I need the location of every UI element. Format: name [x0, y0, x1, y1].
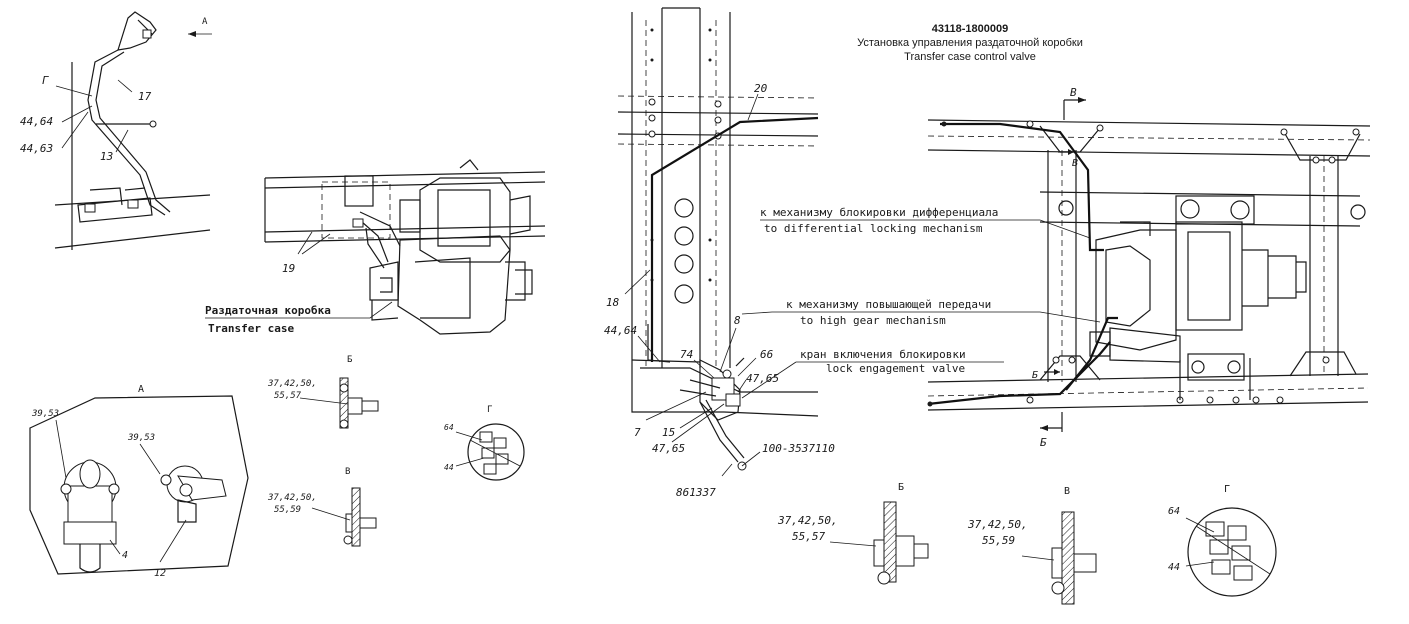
large-section-v-ref-2: 55,59	[982, 534, 1015, 547]
center-ref-66: 66	[760, 348, 774, 361]
small-section-v-title: В	[345, 467, 350, 477]
ref-label-g-top: Г	[42, 74, 49, 87]
ref-44-63: 44,63	[20, 142, 53, 155]
small-section-g-ref-64: 64	[444, 423, 454, 432]
small-section-g: Г 64 44	[444, 405, 525, 481]
right-section-b-bottom: Б	[1040, 436, 1047, 449]
view-a-detail: А 39,53 39,53 4 12	[29, 384, 249, 579]
drawing-header: 43118-1800009 Установка управления разда…	[857, 23, 1083, 63]
transfer-case-label-ru: Раздаточная коробка	[205, 304, 331, 317]
annotation-high-gear-ru: к механизму повышающей передачи	[786, 298, 991, 311]
view-a-ref-39-53-left: 39,53	[31, 409, 59, 419]
right-section-v-top: В	[1070, 86, 1077, 99]
center-ref-74: 74	[680, 348, 693, 361]
center-ref-861337: 861337	[676, 486, 716, 499]
right-section-v-small: В	[1072, 158, 1078, 169]
small-section-b: Б 37,42,50, 55,57	[267, 355, 379, 429]
right-chassis-view: В В Б Б	[927, 86, 1371, 449]
view-a-arrow-label: A	[202, 17, 208, 27]
large-section-g-ref-44: 44	[1168, 562, 1180, 573]
large-section-v: В 37,42,50, 55,59	[967, 486, 1097, 605]
annotation-lock-valve-en: lock engagement valve	[826, 362, 965, 375]
ref-17: 17	[138, 90, 152, 103]
large-section-b-title: Б	[898, 482, 904, 493]
center-ref-7: 7	[634, 426, 641, 439]
top-left-detail: A Г 17 44,64 44,63 13	[20, 11, 212, 250]
small-section-g-title: Г	[487, 405, 492, 415]
small-section-b-ref-2: 55,57	[274, 391, 302, 401]
large-section-g: Г 64 44	[1168, 484, 1277, 597]
center-ref-8: 8	[734, 314, 741, 327]
small-section-v-ref-2: 55,59	[274, 505, 301, 515]
large-section-g-title: Г	[1224, 484, 1230, 495]
annotation-diff-lock-en: to differential locking mechanism	[764, 222, 983, 235]
ref-13: 13	[100, 150, 113, 163]
large-section-g-ref-64: 64	[1168, 506, 1180, 517]
center-ref-15: 15	[662, 426, 675, 439]
large-section-b-ref-1: 37,42,50,	[777, 514, 838, 527]
left-transfer-case-view: 19 Раздаточная коробка Transfer case	[205, 159, 546, 335]
small-section-v-ref-1: 37,42,50,	[267, 493, 317, 503]
view-a-title: А	[138, 384, 144, 395]
small-section-b-title: Б	[347, 355, 352, 365]
part-number: 43118-1800009	[932, 23, 1008, 35]
small-section-b-ref-1: 37,42,50,	[267, 379, 317, 389]
view-a-ref-39-53-right: 39,53	[127, 433, 155, 443]
view-a-ref-4: 4	[122, 550, 128, 561]
annotation-diff-lock-ru: к механизму блокировки дифференциала	[760, 206, 998, 219]
ref-44-64-top: 44,64	[20, 115, 53, 128]
annotation-lock-valve-ru: кран включения блокировки	[800, 348, 966, 361]
transfer-case-label-en: Transfer case	[208, 322, 294, 335]
right-section-b-left: Б	[1032, 370, 1038, 381]
center-ref-100-3537110: 100-3537110	[762, 442, 835, 455]
large-section-v-ref-1: 37,42,50,	[967, 518, 1028, 531]
center-ref-47-65-top: 47,65	[746, 372, 779, 385]
title-russian: Установка управления раздаточной коробки	[857, 37, 1083, 49]
center-ref-20: 20	[754, 82, 768, 95]
view-a-ref-12: 12	[154, 568, 166, 579]
small-section-v: В 37,42,50, 55,59	[267, 467, 377, 547]
center-ref-18: 18	[606, 296, 620, 309]
small-section-g-ref-44: 44	[444, 463, 454, 472]
large-section-b-ref-2: 55,57	[792, 530, 825, 543]
center-ref-44-64: 44,64	[604, 324, 637, 337]
ref-19: 19	[282, 262, 295, 275]
center-ref-47-65-bottom: 47,65	[652, 442, 685, 455]
annotation-high-gear-en: to high gear mechanism	[800, 314, 946, 327]
title-english: Transfer case control valve	[904, 51, 1036, 63]
center-frame-view: 20 18 44,64 8 74 66 47,65	[604, 7, 835, 499]
annotation-callouts: к механизму блокировки дифференциала to …	[741, 206, 1101, 399]
large-section-v-title: В	[1064, 486, 1070, 497]
large-section-b: Б 37,42,50, 55,57	[777, 482, 929, 585]
